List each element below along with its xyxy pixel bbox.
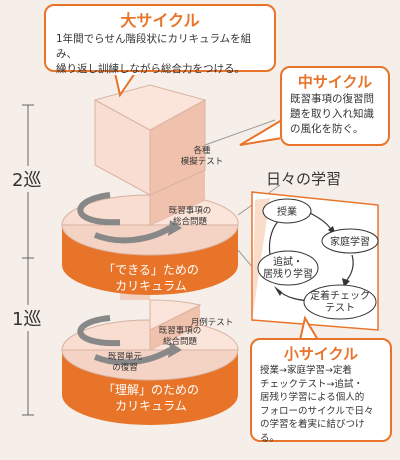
mock-test-label: 各種 模擬テスト — [180, 146, 224, 167]
daily-nodes — [257, 198, 379, 320]
small-cycle-callout: 小サイクル 授業→家庭学習→定着 チェックテスト→追試・ 居残り学習による個人的… — [250, 338, 392, 444]
spiral-arrows — [77, 192, 182, 366]
node-homework: 家庭学習 — [330, 235, 370, 248]
node-retest-line2: 居残り学習 — [263, 267, 313, 280]
large-cycle-callout: 大サイクル 1年間でらせん階段状にカリキュラムを組み、 繰り返し訓練しながら総合… — [44, 4, 276, 75]
medium-cycle-title: 中サイクル — [297, 73, 373, 91]
medium-cycle-callout: 中サイクル 既習事項の復習問 題を取り入れ知識 の風化を防ぐ。 — [280, 66, 390, 146]
round-2-label: 2巡 — [12, 166, 42, 192]
node-check-line1: 定着チェック — [310, 289, 370, 302]
medium-cycle-body: 既習事項の復習問 題を取り入れ知識 の風化を防ぐ。 — [290, 93, 374, 135]
upper-curriculum-label: 「できる」ための カリキュラム — [103, 263, 199, 293]
upper-review-label: 既習事項の 総合問題 — [168, 206, 212, 227]
large-cycle-body: 1年間でらせん階段状にカリキュラムを組み、 繰り返し訓練しながら総合力をつける。 — [56, 33, 252, 75]
large-cycle-title: 大サイクル — [120, 11, 200, 30]
node-class: 授業 — [277, 205, 297, 218]
daily-learning-title: 日々の学習 — [266, 170, 342, 188]
node-retest-line1: 追試・ — [273, 255, 303, 268]
small-cycle-title: 小サイクル — [283, 345, 359, 363]
round-1-label: 1巡 — [12, 305, 42, 331]
monthly-test-label: 月例テスト — [190, 318, 234, 328]
small-cycle-body: 授業→家庭学習→定着 チェックテスト→追試・ 居残り学習による個人的 フォローの… — [260, 365, 374, 444]
lower-review-label: 既習事項の 総合問題 — [158, 326, 202, 347]
lower-layer — [61, 285, 239, 425]
node-check-line2: テスト — [325, 303, 355, 314]
vertical-axis — [22, 104, 34, 416]
lower-curriculum-label: 「理解」のための カリキュラム — [102, 383, 199, 413]
unit-review-label: 既習単元 の復習 — [107, 352, 142, 373]
